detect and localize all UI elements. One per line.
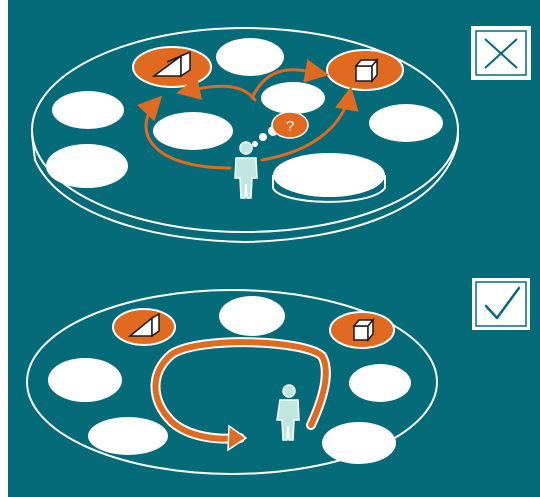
top-landmark-oval: [369, 104, 443, 142]
top-landmark-oval: [52, 91, 124, 129]
bottom-goal-prism: [113, 309, 175, 345]
cube-icon: [354, 320, 373, 340]
question-mark: ?: [286, 118, 294, 135]
top-landmark-oval: [261, 82, 325, 114]
top-goal-prism: [133, 47, 211, 87]
bottom-landmark-oval: [88, 417, 168, 455]
bottom-landmark-oval: [349, 364, 411, 402]
top-landmark-oval: [46, 144, 128, 188]
cross-icon: [472, 27, 530, 79]
bottom-landmark-oval: [219, 296, 285, 336]
left-margin: [0, 0, 8, 497]
check-icon: [472, 278, 530, 330]
top-landmark-oval: [153, 112, 233, 150]
bottom-landmark-oval: [322, 422, 396, 464]
cube-icon: [356, 60, 377, 81]
top-goal-cube: [327, 50, 403, 90]
top-landmark-oval: [216, 38, 284, 76]
bottom-goal-cube: [330, 312, 394, 348]
bottom-landmark-oval: [48, 358, 122, 402]
